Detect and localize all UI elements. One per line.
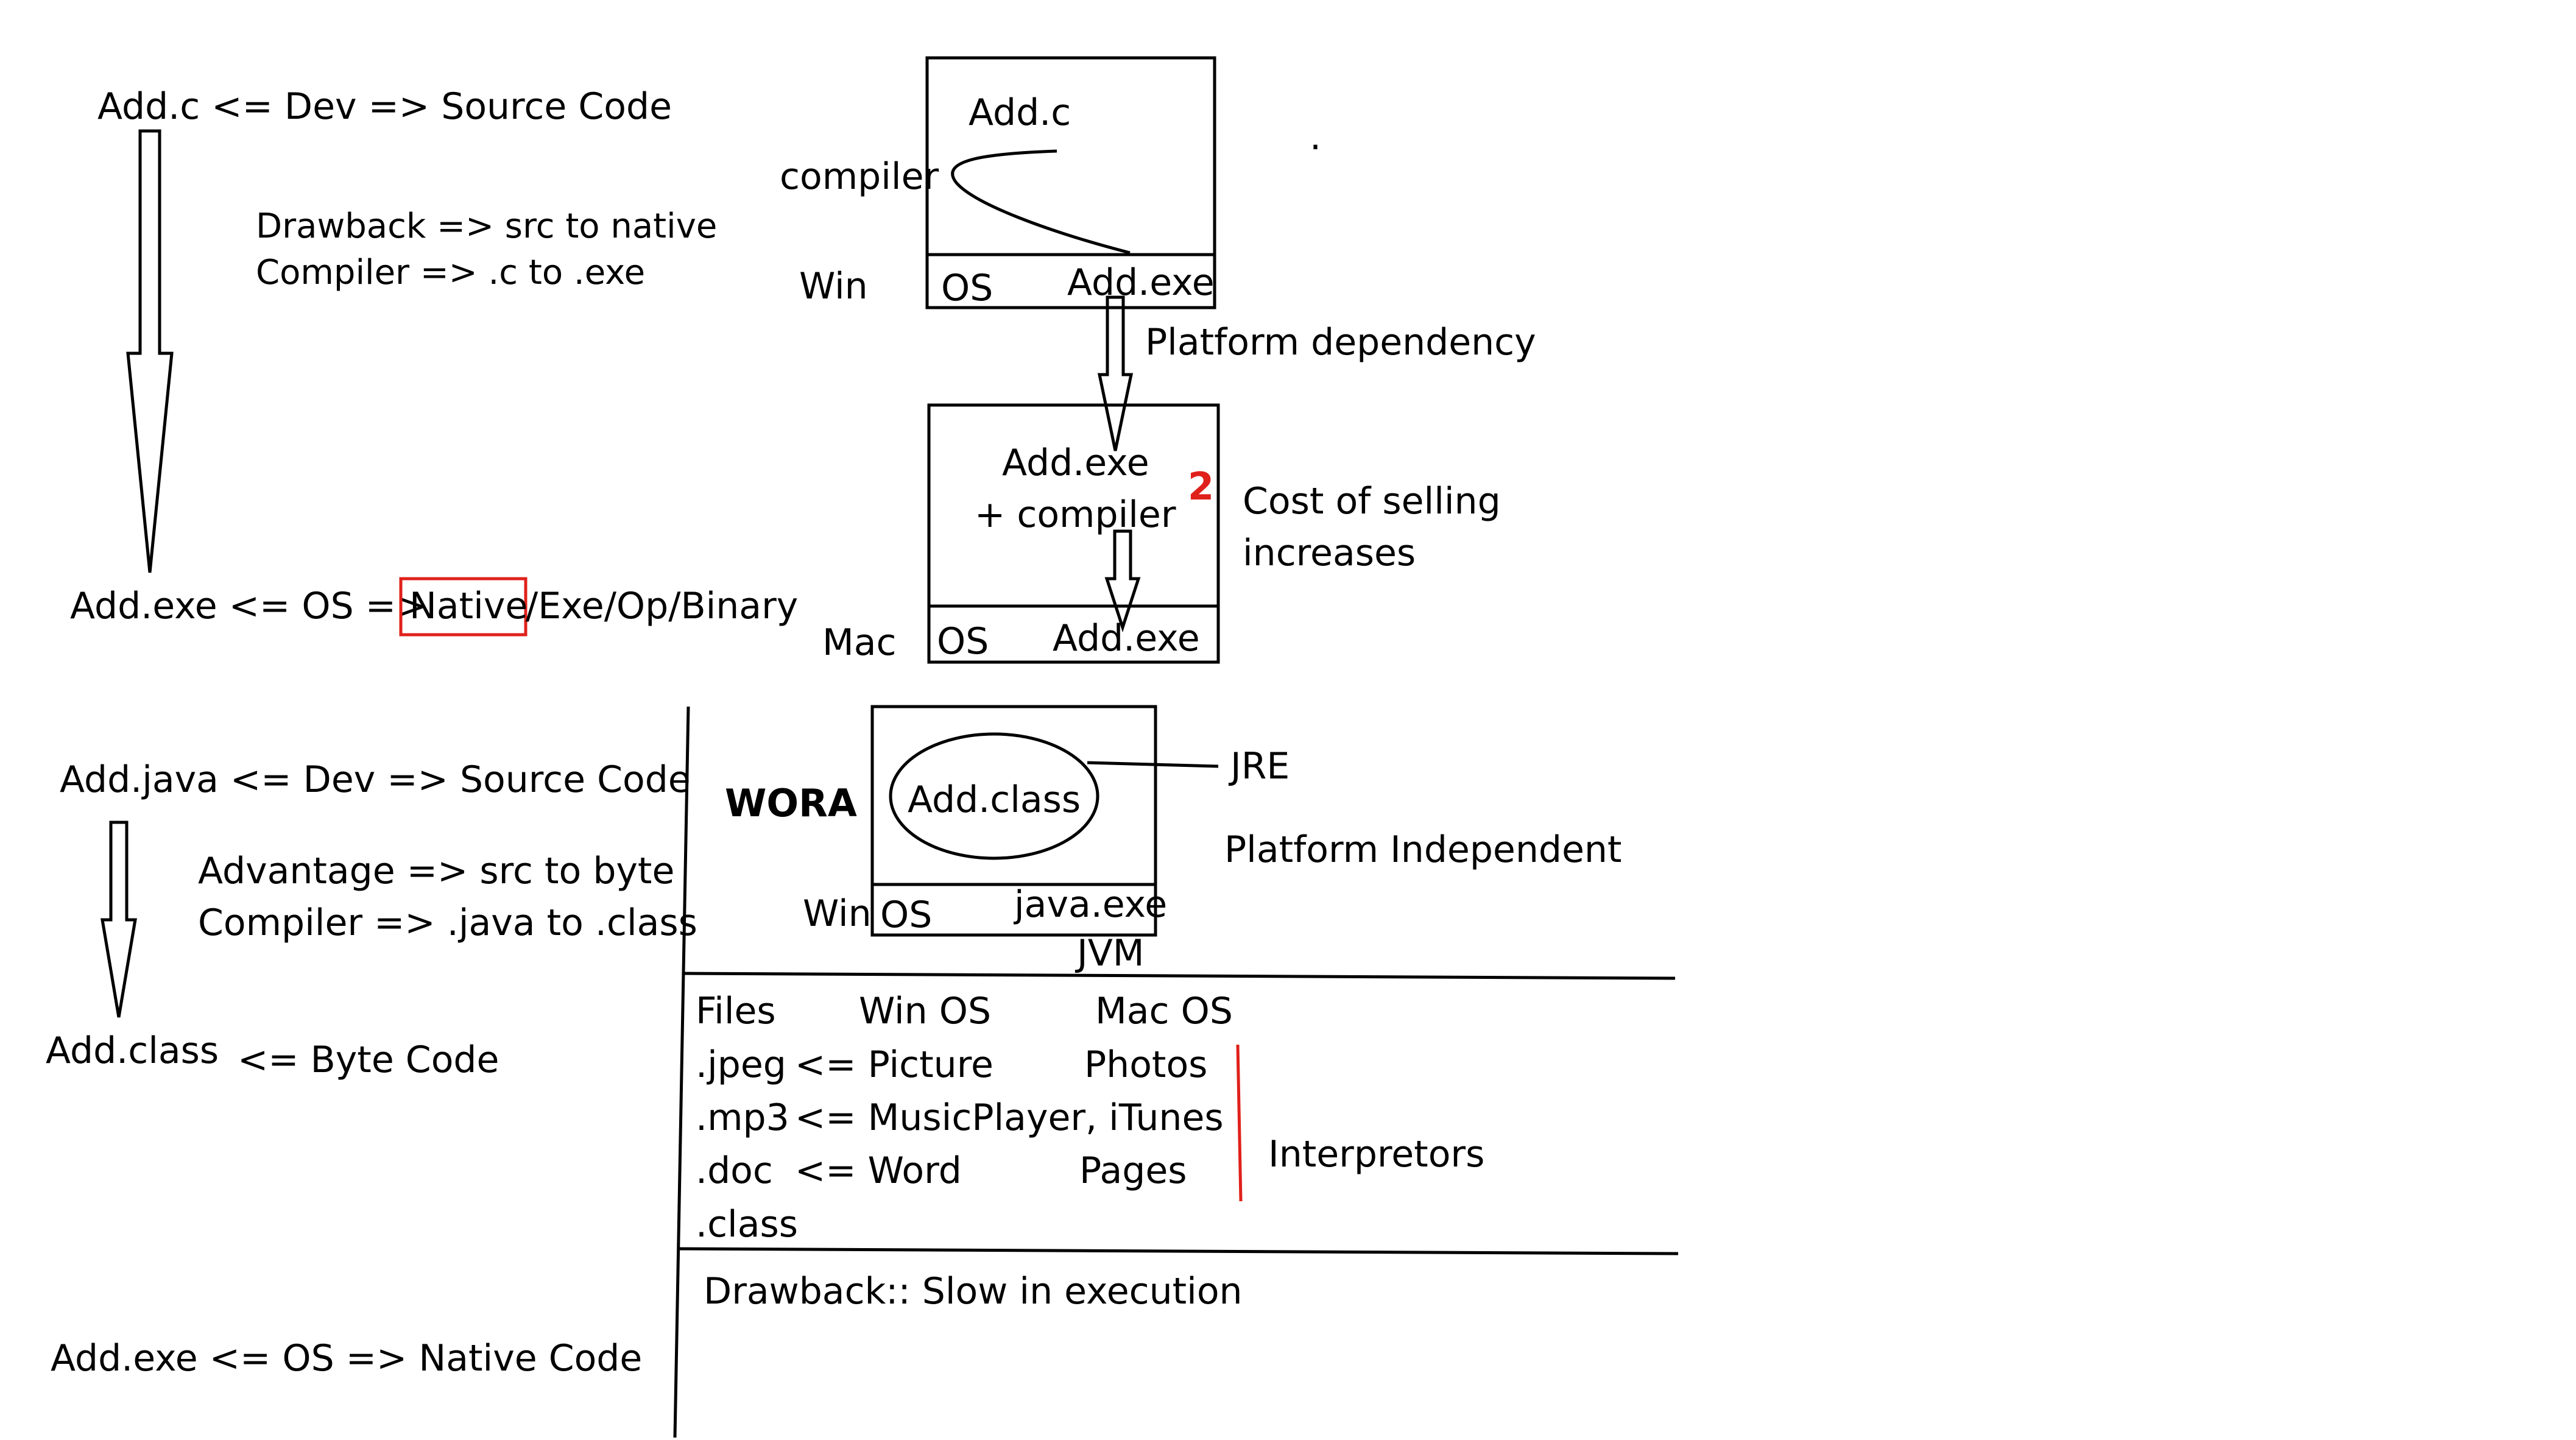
jre-pointer-line xyxy=(1087,761,1219,768)
row-doc-mac: Pages xyxy=(1079,1149,1187,1192)
row-doc-file: .doc xyxy=(696,1149,773,1192)
c-native-suffix: /Exe/Op/Binary xyxy=(526,585,798,627)
win-platform-label: Win xyxy=(799,265,868,308)
wora-label: WORA xyxy=(725,781,857,825)
java-advantage-line1: Advantage => src to byte xyxy=(198,850,674,892)
win-compiler-label: compiler xyxy=(780,155,939,198)
drawback-slow-label: Drawback:: Slow in execution xyxy=(704,1270,1243,1313)
row-doc-win: <= Word xyxy=(795,1149,962,1192)
java-compile-arrow xyxy=(101,821,137,1018)
jre-class-label: Add.class xyxy=(908,778,1081,821)
win-file: Add.c xyxy=(969,91,1071,134)
mac-os-header: Mac OS xyxy=(1095,990,1233,1032)
c-drawback-line1: Drawback => src to native xyxy=(256,206,717,246)
row-jpeg-mac: Photos xyxy=(1084,1043,1207,1086)
mac-cost-line2: increases xyxy=(1243,532,1416,574)
c-native-boxed: Native xyxy=(409,585,528,627)
mac-os-label: OS xyxy=(937,620,989,663)
java-exe-label: java.exe xyxy=(1013,883,1167,926)
row-jpeg-win: <= Picture xyxy=(795,1043,993,1086)
files-header: Files xyxy=(696,990,776,1032)
mac-platform-label: Mac xyxy=(822,621,897,664)
jre-label: JRE xyxy=(1228,745,1290,788)
mac-cost-line1: Cost of selling xyxy=(1243,480,1501,523)
c-native-prefix: Add.exe <= OS => xyxy=(70,585,426,627)
win-os-label: OS xyxy=(941,267,993,309)
jre-platform-label: Win xyxy=(803,892,872,935)
java-byte-code: <= Byte Code xyxy=(238,1039,499,1081)
win-exe-label: Add.exe xyxy=(1067,261,1215,304)
jvm-label: JVM xyxy=(1075,932,1145,975)
java-advantage-line2: Compiler => .java to .class xyxy=(198,902,697,944)
mac-compiler-box xyxy=(927,403,1220,664)
horizontal-divider-bottom xyxy=(677,1247,1679,1255)
java-native-line: Add.exe <= OS => Native Code xyxy=(51,1337,642,1380)
mac-line1: Add.exe xyxy=(1002,442,1149,484)
row-jpeg-file: .jpeg xyxy=(696,1043,786,1086)
c-compile-arrow xyxy=(126,129,174,573)
row-mp3-file: .mp3 xyxy=(696,1096,789,1139)
mac-marker: 2 xyxy=(1188,464,1214,509)
interpretors-label: Interpretors xyxy=(1268,1133,1484,1176)
c-source-line: Add.c <= Dev => Source Code xyxy=(97,85,672,128)
row-class-file: .class xyxy=(696,1203,798,1246)
platform-dependency-label: Platform dependency xyxy=(1145,321,1536,364)
row-mp3-win: <= MusicPlayer, iTunes xyxy=(795,1096,1224,1139)
mac-exe-label: Add.exe xyxy=(1053,617,1200,660)
java-class-label: Add.class xyxy=(46,1029,219,1072)
native-highlight-box xyxy=(399,577,528,637)
platform-independent-label: Platform Independent xyxy=(1224,828,1621,871)
mac-inner-arrow xyxy=(1104,529,1141,633)
compile-curve xyxy=(951,149,1131,255)
jre-box xyxy=(870,705,1157,937)
jre-os-label: OS xyxy=(880,894,932,936)
horizontal-divider-top xyxy=(683,972,1676,980)
interpretors-bracket xyxy=(1236,1044,1243,1202)
win-compiler-box xyxy=(925,56,1216,309)
c-drawback-line2: Compiler => .c to .exe xyxy=(256,253,645,292)
mac-line2: + compiler xyxy=(975,493,1176,536)
win-os-header: Win OS xyxy=(859,990,991,1032)
add-class-oval xyxy=(889,732,1099,860)
platform-dependency-arrow xyxy=(1097,295,1134,451)
java-source-line: Add.java <= Dev => Source Code xyxy=(60,758,691,801)
stray-dot: . xyxy=(1310,116,1321,158)
vertical-divider xyxy=(673,706,690,1438)
